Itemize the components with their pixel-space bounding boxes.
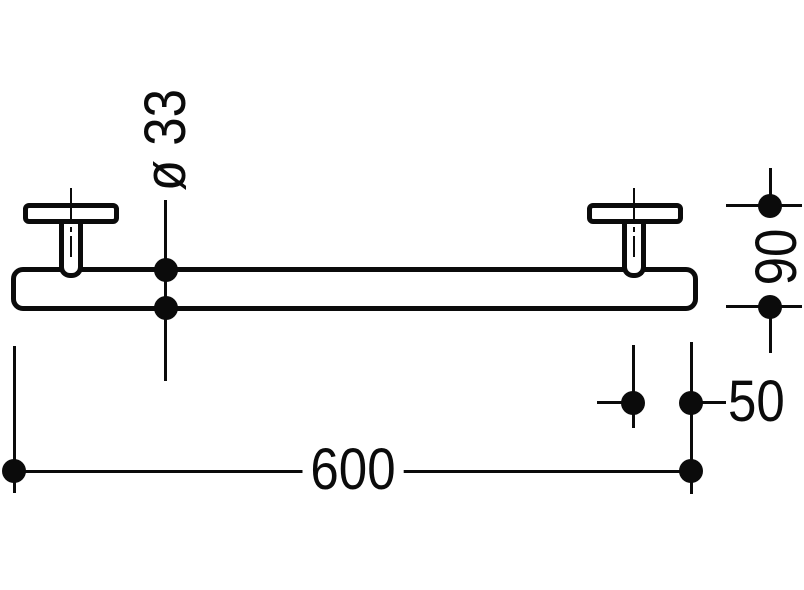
bar-body xyxy=(11,267,698,311)
dimension-diameter-dot-bottom xyxy=(154,296,178,320)
dimension-depth-dot-bottom xyxy=(758,295,782,319)
dimension-length-ext-left xyxy=(13,346,16,493)
centerline-left-lower xyxy=(70,236,72,257)
dimension-offset-dot-left xyxy=(621,391,645,415)
dimension-offset-tick-right xyxy=(691,401,726,404)
dimension-diameter-dot-top xyxy=(154,258,178,282)
centerline-right-lower xyxy=(633,236,635,257)
dimension-offset-label: 50 xyxy=(728,369,785,434)
dimension-offset-line-right xyxy=(690,342,693,494)
centerline-left-dot xyxy=(70,227,72,232)
mount-flange-right xyxy=(587,203,683,224)
dimension-offset-dot-right xyxy=(679,391,703,415)
dimension-depth-line-lower xyxy=(769,312,772,353)
dimension-depth-line-upper xyxy=(769,168,772,201)
centerline-right xyxy=(633,188,635,222)
dimension-depth-dot-top xyxy=(758,194,782,218)
centerline-left xyxy=(70,188,72,222)
dimension-offset-tick-left xyxy=(597,401,634,404)
centerline-right-dot xyxy=(633,227,635,232)
dimension-diameter-line xyxy=(164,200,167,381)
dimension-depth-label: 90 xyxy=(744,220,804,294)
dimension-length-label: 600 xyxy=(302,441,404,499)
dimension-length-dot-right xyxy=(679,459,703,483)
dimension-length-dot-left xyxy=(2,459,26,483)
dimension-diameter-label: ø 33 xyxy=(133,88,198,192)
dimension-offset-line-left xyxy=(632,345,635,428)
